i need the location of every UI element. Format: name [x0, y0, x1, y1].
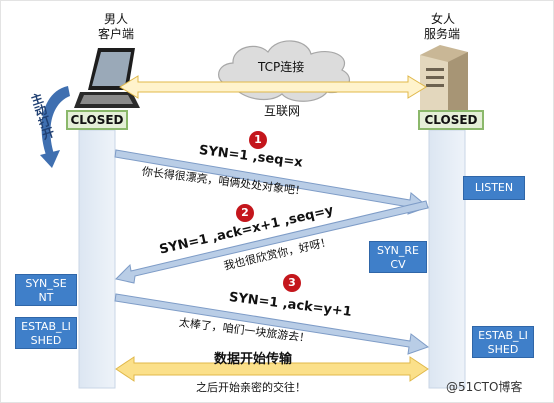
server-icon	[420, 45, 468, 118]
server-closed-state: CLOSED	[418, 110, 484, 130]
server-timeline	[428, 129, 466, 389]
laptop-icon	[74, 48, 140, 108]
server-established-line1: ESTAB_LI	[478, 329, 528, 342]
listen-state-text: LISTEN	[474, 181, 514, 194]
step3-arrow	[114, 293, 430, 355]
server-subtitle: 服务端	[424, 27, 461, 41]
client-closed-state: CLOSED	[66, 110, 128, 130]
client-established-state: ESTAB_LI SHED	[15, 317, 77, 349]
syn-sent-line2: NT	[38, 291, 54, 304]
server-established-state: ESTAB_LI SHED	[472, 326, 534, 358]
data-transfer-label: 数据开始传输	[214, 352, 293, 367]
active-open-arrow	[40, 86, 70, 168]
server-established-line2: SHED	[487, 343, 519, 356]
step2-arrow	[115, 200, 429, 284]
syn-rcvd-line2: CV	[390, 258, 406, 271]
syn-sent-line1: SYN_SE	[25, 277, 67, 290]
syn-rcvd-line1: SYN_RE	[376, 244, 420, 257]
client-timeline	[78, 129, 116, 389]
cloud-label: TCP连接	[258, 60, 305, 74]
client-established-line1: ESTAB_LI	[21, 320, 71, 333]
client-established-line2: SHED	[30, 334, 62, 347]
data-transfer-arrow	[115, 356, 429, 382]
syn-rcvd-state: SYN_RE CV	[369, 241, 427, 273]
syn-sent-state: SYN_SE NT	[15, 274, 77, 306]
footer-text: 之后开始亲密的交往！	[196, 381, 306, 394]
tcp-connection-arrow	[119, 75, 427, 99]
client-subtitle: 客户端	[98, 27, 135, 41]
network-label: 互联网	[264, 104, 301, 118]
client-title: 男人	[104, 12, 129, 26]
listen-state: LISTEN	[463, 176, 525, 200]
watermark: @51CTO博客	[446, 380, 523, 394]
step3-badge: 3	[283, 274, 301, 292]
server-title: 女人	[431, 12, 456, 26]
step2-badge: 2	[236, 204, 254, 222]
step1-badge: 1	[249, 131, 267, 149]
